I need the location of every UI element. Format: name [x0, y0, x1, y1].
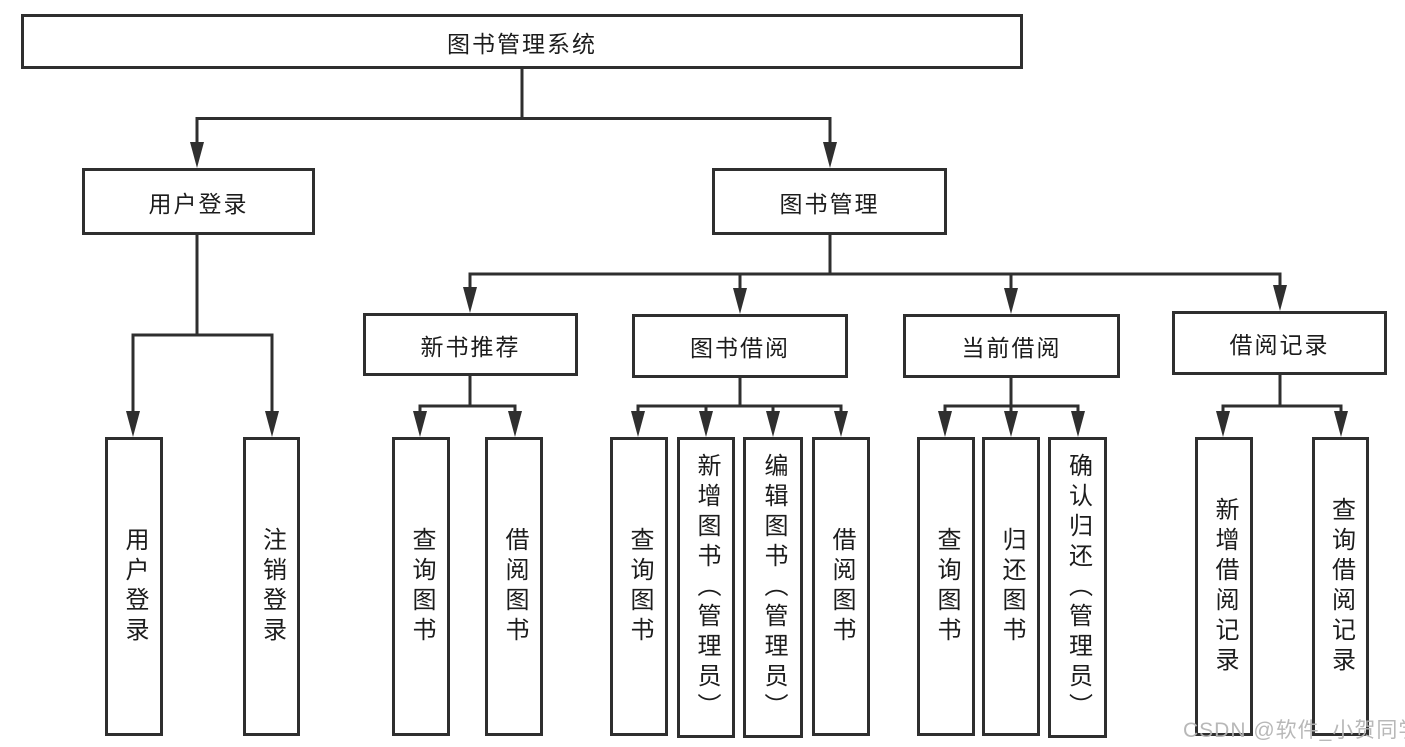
leaf-add-books-admin: 新增图书（管理员） [677, 437, 735, 738]
leaf-logout: 注销登录 [243, 437, 300, 736]
section-borrow-record-label: 借阅记录 [1229, 332, 1330, 358]
section-current-borrow: 当前借阅 [903, 314, 1120, 378]
leaf-query-books-borrow-label: 查询图书 [626, 526, 653, 647]
leaf-return-books: 归还图书 [982, 437, 1040, 736]
leaf-user-login: 用户登录 [105, 437, 163, 736]
root-node-library-system: 图书管理系统 [21, 14, 1023, 69]
leaf-query-borrow-record-label: 查询借阅记录 [1327, 496, 1355, 677]
section-book-borrow-label: 图书借阅 [690, 335, 790, 361]
leaf-add-borrow-record: 新增借阅记录 [1195, 437, 1253, 736]
leaf-borrow-books-label: 借阅图书 [828, 526, 855, 647]
leaf-query-books-borrow: 查询图书 [610, 437, 668, 736]
leaf-borrow-books-recommend-label: 借阅图书 [501, 526, 528, 647]
leaf-return-books-label: 归还图书 [998, 526, 1025, 647]
branch-book-management-label: 图书管理 [779, 190, 880, 217]
leaf-edit-books-admin-label: 编辑图书（管理员） [760, 452, 787, 723]
leaf-add-books-admin-label: 新增图书（管理员） [693, 452, 720, 723]
section-book-borrow: 图书借阅 [632, 314, 848, 378]
leaf-query-books-current: 查询图书 [917, 437, 975, 736]
section-borrow-record: 借阅记录 [1172, 311, 1387, 375]
section-new-book-recommend: 新书推荐 [363, 313, 578, 376]
leaf-query-books-recommend-label: 查询图书 [408, 526, 435, 647]
leaf-borrow-books: 借阅图书 [812, 437, 870, 736]
leaf-add-borrow-record-label: 新增借阅记录 [1211, 496, 1238, 677]
leaf-logout-label: 注销登录 [258, 526, 286, 647]
csdn-watermark: CSDN @软件_小贺同学 [1183, 719, 1405, 742]
branch-user-login: 用户登录 [82, 168, 315, 235]
leaf-query-borrow-record: 查询借阅记录 [1312, 437, 1369, 736]
branch-book-management: 图书管理 [712, 168, 947, 235]
root-node-label: 图书管理系统 [447, 30, 597, 57]
leaf-borrow-books-recommend: 借阅图书 [485, 437, 543, 736]
section-new-book-recommend-label: 新书推荐 [420, 333, 521, 360]
leaf-confirm-return-admin-label: 确认归还（管理员） [1064, 452, 1092, 723]
section-current-borrow-label: 当前借阅 [961, 335, 1062, 361]
leaf-edit-books-admin: 编辑图书（管理员） [743, 437, 803, 738]
leaf-confirm-return-admin: 确认归还（管理员） [1048, 437, 1107, 738]
branch-user-login-label: 用户登录 [148, 190, 249, 217]
leaf-query-books-current-label: 查询图书 [933, 526, 960, 647]
leaf-query-books-recommend: 查询图书 [392, 437, 450, 736]
leaf-user-login-label: 用户登录 [121, 526, 148, 647]
